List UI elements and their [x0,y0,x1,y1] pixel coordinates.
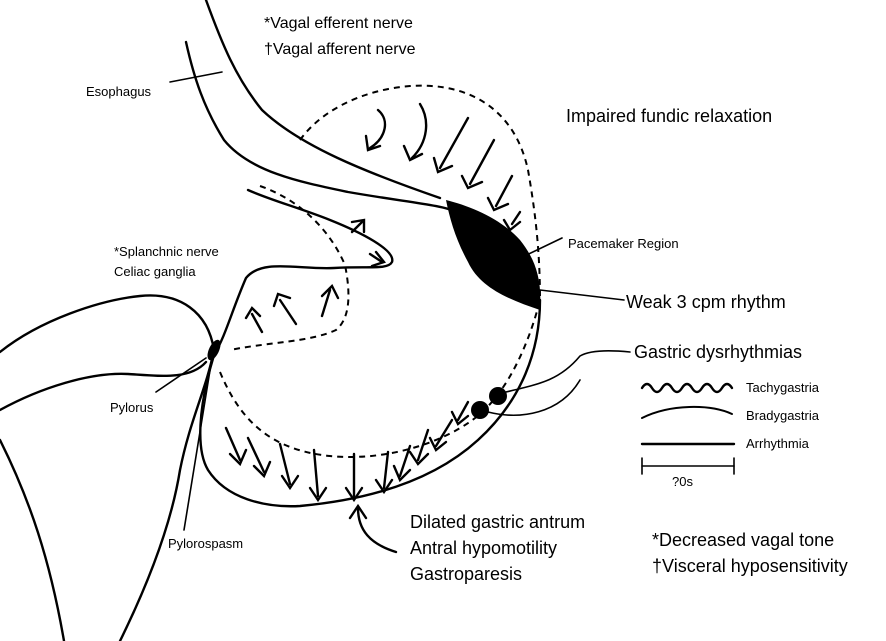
electrode-wire-upper [506,351,630,392]
visceral-hyposensitivity-label: †Visceral hyposensitivity [652,556,848,576]
fundus-arrows [366,104,520,230]
electrode-lower [471,401,489,419]
pylorospasm-leader [184,358,212,530]
gastric-dysrhythmias-label: Gastric dysrhythmias [634,342,802,362]
legend-arrhythmia-label: Arrhythmia [746,436,810,451]
legend-bradygastria-line [642,407,732,418]
legend-tachygastria-line [642,384,732,392]
legend-bradygastria-label: Bradygastria [746,408,820,423]
legend-tachygastria-label: Tachygastria [746,380,820,395]
intestine-lower-left [0,440,64,641]
gastroparesis-label: Gastroparesis [410,564,522,584]
decreased-vagal-label: *Decreased vagal tone [652,530,834,550]
electrode-upper [489,387,507,405]
vagal-efferent-label: *Vagal efferent nerve [264,15,413,32]
antrum-dashed-outline [220,300,540,457]
duodenum-outer [0,295,214,641]
splanchnic-arrows [246,220,384,332]
esophagus-label: Esophagus [86,84,152,99]
esophagus-left-wall [186,42,456,212]
legend-scale-label: ?0s [672,474,693,489]
vagal-afferent-label: †Vagal afferent nerve [264,41,416,58]
lesser-curvature [214,190,392,355]
antral-hypomotility-label: Antral hypomotility [410,538,557,558]
celiac-ganglia-label: Celiac ganglia [114,264,196,279]
dilated-antrum-label: Dilated gastric antrum [410,512,585,532]
legend-scale-bar [642,458,734,474]
duodenum-inner [0,362,206,410]
greater-curvature [200,300,540,506]
pacemaker-region-label: Pacemaker Region [568,236,679,251]
weak-rhythm-leader [540,290,624,300]
pylorospasm-label: Pylorospasm [168,536,243,551]
weak-rhythm-label: Weak 3 cpm rhythm [626,292,786,312]
pylorus-label: Pylorus [110,400,154,415]
splanchnic-nerve-label: *Splanchnic nerve [114,244,219,259]
impaired-fundic-label: Impaired fundic relaxation [566,106,772,126]
antrum-arrows [226,402,468,500]
